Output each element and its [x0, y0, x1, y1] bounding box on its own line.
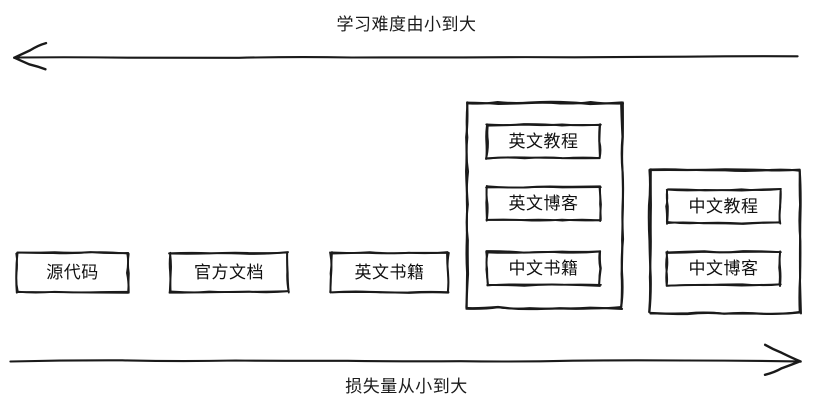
english-resources-group-node-0-box[interactable] [485, 123, 602, 160]
english-resources-group-node-1-label: 英文博客 [508, 193, 579, 214]
arrow-right-icon-barb-lower [763, 360, 801, 376]
standalone-node-2-box[interactable] [329, 251, 450, 294]
standalone-node-2-label: 英文书籍 [354, 262, 425, 283]
english-resources-group-node-2-box[interactable] [485, 250, 602, 287]
bottom-axis-label: 损失量从小到大 [345, 377, 468, 397]
english-resources-group-container[interactable] [465, 100, 625, 311]
standalone-node-1-box[interactable] [168, 251, 290, 294]
standalone-node-0-label: 源代码 [46, 262, 99, 283]
english-resources-group-node-2-label: 中文书籍 [508, 258, 579, 279]
arrow-left-icon-barb-lower [13, 56, 47, 71]
standalone-node-0-box[interactable] [15, 251, 130, 294]
chinese-resources-group-container[interactable] [647, 168, 802, 316]
chinese-resources-group-node-0-box[interactable] [665, 188, 782, 225]
english-resources-group-node-0-label: 英文教程 [508, 131, 579, 152]
top-axis-label: 学习难度由小到大 [336, 15, 477, 35]
chinese-resources-group-node-0-label: 中文教程 [688, 196, 759, 217]
bottom-axis-line [9, 359, 799, 363]
english-resources-group-node-1-box[interactable] [485, 185, 602, 222]
chinese-resources-group-node-1-label: 中文博客 [688, 258, 759, 279]
arrow-left-icon-barb-upper [13, 41, 48, 59]
chinese-resources-group-node-1-box[interactable] [665, 250, 782, 287]
standalone-node-1-label: 官方文档 [194, 262, 264, 283]
top-axis-line [15, 55, 799, 59]
arrow-right-icon-barb-upper [763, 343, 802, 363]
